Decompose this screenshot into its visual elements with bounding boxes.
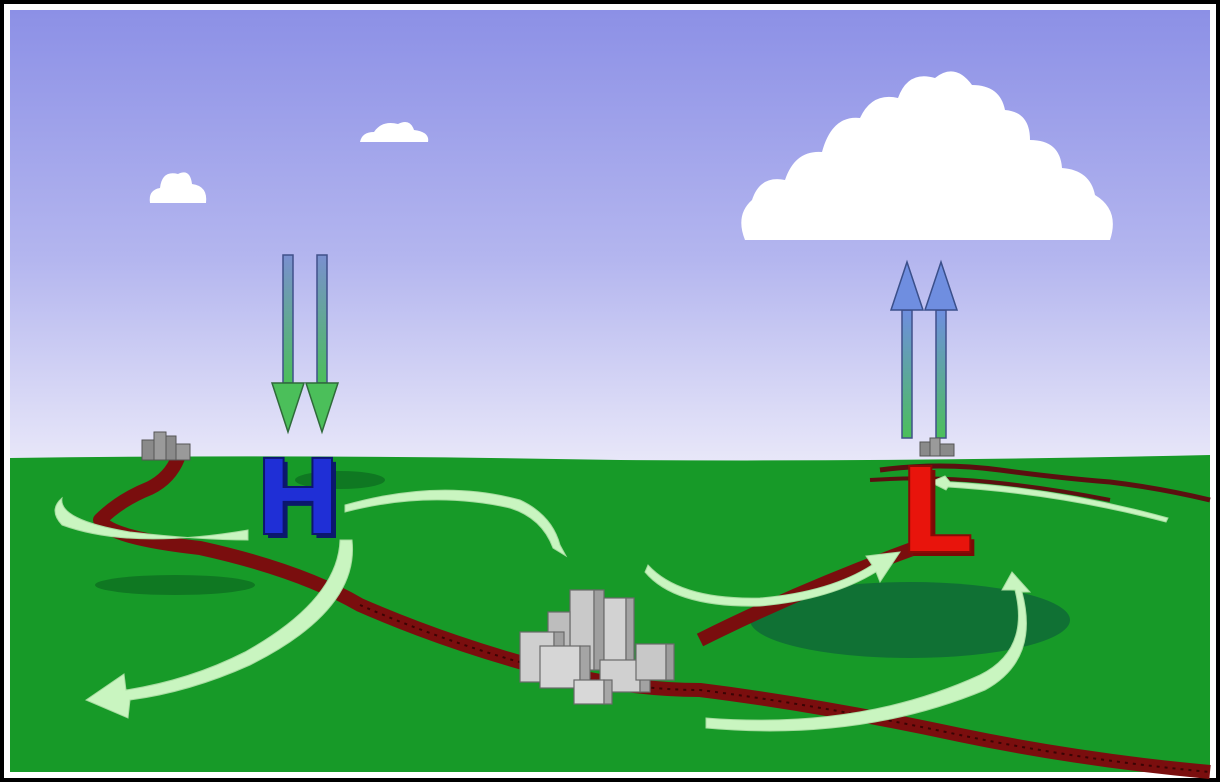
outflow-arrow-left: [54, 496, 249, 541]
inflow-arrow-left: [644, 551, 902, 607]
outflow-arrow-down-left: [84, 539, 354, 719]
road-distant: [879, 463, 1211, 503]
low-pressure-symbol: L L: [897, 441, 977, 584]
cloud-icon: [741, 71, 1113, 240]
small-town-right: [919, 437, 955, 457]
inflow-arrow-distant: [928, 475, 1169, 523]
high-pressure-shadow: H: [258, 441, 345, 563]
down-arrow-icon: [304, 254, 340, 435]
up-arrow-icon: [923, 259, 959, 439]
high-pressure-symbol: H H: [253, 436, 345, 563]
down-arrow-icon: [270, 254, 306, 435]
h-shadow-2: [295, 471, 385, 489]
low-pressure-letter: L: [898, 442, 973, 580]
cloud-shadow: [750, 582, 1070, 658]
h-shadow: [95, 575, 255, 595]
airflow-arrows: [54, 475, 1169, 732]
small-town-left: [141, 431, 191, 461]
up-arrow-icon: [889, 259, 925, 439]
small-cloud-2: [360, 122, 429, 142]
outflow-arrow-right: [344, 489, 568, 558]
small-cloud-1: [149, 172, 207, 203]
high-pressure-letter: H: [254, 437, 341, 559]
building-icon: [519, 589, 675, 705]
inflow-arrow-right: [705, 571, 1032, 732]
road-distant-2: [869, 476, 1111, 502]
low-pressure-shadow: L: [902, 446, 977, 584]
